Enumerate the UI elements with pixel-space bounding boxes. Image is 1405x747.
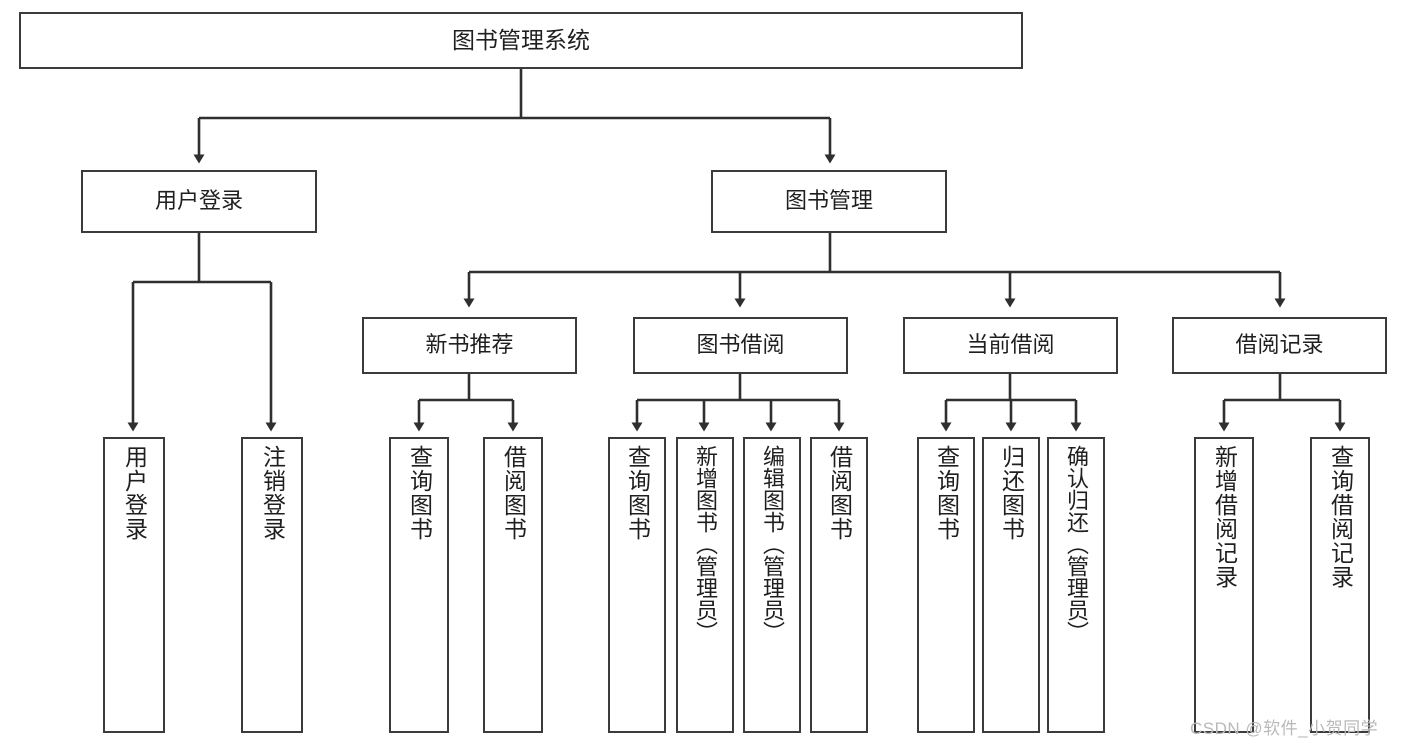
node-label: 归还图书 (998, 445, 1025, 541)
node-label: 新书推荐 (425, 332, 514, 358)
leaf-query-book-current[interactable]: 查询图书 (917, 437, 975, 733)
node-label: 用户登录 (121, 445, 148, 541)
leaf-query-book-borrow[interactable]: 查询图书 (608, 437, 666, 733)
node-root-book-management-system[interactable]: 图书管理系统 (19, 12, 1023, 69)
leaf-return-book[interactable]: 归还图书 (982, 437, 1040, 733)
node-book-management[interactable]: 图书管理 (711, 170, 947, 233)
leaf-borrow-book-recommend[interactable]: 借阅图书 (483, 437, 543, 733)
node-label: 新增图书（管理员） (693, 445, 718, 643)
node-label: 查询图书 (933, 445, 960, 541)
node-user-login[interactable]: 用户登录 (81, 170, 317, 233)
leaf-logout-login[interactable]: 注销登录 (241, 437, 303, 733)
node-label: 注销登录 (259, 445, 286, 541)
node-label: 图书借阅 (696, 332, 785, 358)
node-label: 用户登录 (154, 188, 243, 214)
leaf-query-borrow-record[interactable]: 查询借阅记录 (1310, 437, 1370, 733)
node-label: 图书管理系统 (452, 26, 590, 53)
node-label: 查询图书 (406, 445, 433, 541)
leaf-confirm-return-admin[interactable]: 确认归还（管理员） (1047, 437, 1105, 733)
leaf-query-book-recommend[interactable]: 查询图书 (389, 437, 449, 733)
node-label: 查询图书 (624, 445, 651, 541)
node-borrow-record[interactable]: 借阅记录 (1172, 317, 1387, 374)
node-label: 借阅记录 (1235, 332, 1324, 358)
node-label: 借阅图书 (826, 445, 853, 541)
node-label: 新增借阅记录 (1211, 445, 1238, 589)
watermark-text: CSDN @软件_小贺同学 (1190, 719, 1379, 738)
node-new-book-recommend[interactable]: 新书推荐 (362, 317, 577, 374)
node-label: 图书管理 (784, 188, 873, 214)
leaf-user-login[interactable]: 用户登录 (103, 437, 165, 733)
node-label: 查询借阅记录 (1327, 445, 1354, 589)
leaf-borrow-book-borrow[interactable]: 借阅图书 (810, 437, 868, 733)
node-book-borrow[interactable]: 图书借阅 (633, 317, 848, 374)
leaf-edit-book-admin[interactable]: 编辑图书（管理员） (743, 437, 801, 733)
node-label: 当前借阅 (966, 332, 1055, 358)
node-label: 确认归还（管理员） (1064, 445, 1089, 643)
node-current-borrow[interactable]: 当前借阅 (903, 317, 1118, 374)
leaf-add-borrow-record[interactable]: 新增借阅记录 (1194, 437, 1254, 733)
node-label: 借阅图书 (500, 445, 527, 541)
node-label: 编辑图书（管理员） (760, 445, 785, 643)
leaf-add-book-admin[interactable]: 新增图书（管理员） (676, 437, 734, 733)
